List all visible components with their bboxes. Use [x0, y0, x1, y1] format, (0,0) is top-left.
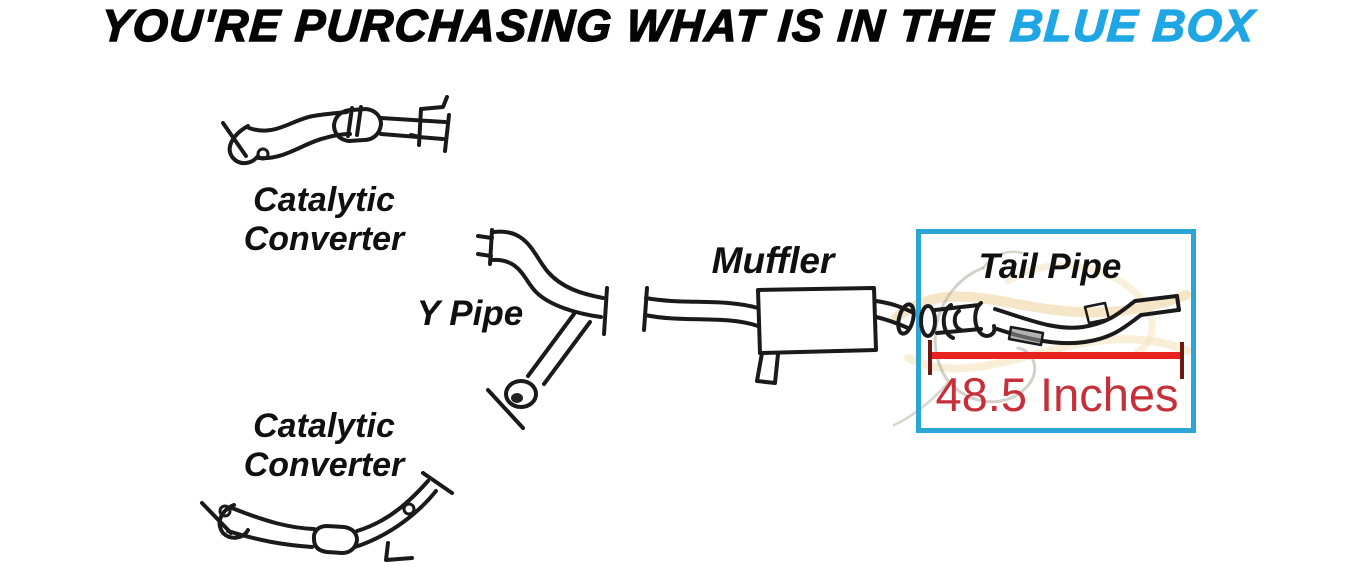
label-catalytic-converter-bottom: Catalytic Converter [243, 407, 405, 485]
catalytic-converter-bottom-sketch [200, 471, 454, 562]
measurement-tick-right [1180, 342, 1184, 379]
measurement-line [930, 352, 1182, 359]
headline-blue-box-text: BLUE BOX [1008, 0, 1257, 52]
label-muffler: Muffler [711, 240, 835, 281]
blue-highlight-box [916, 229, 1196, 433]
label-tail-pipe: Tail Pipe [978, 247, 1122, 286]
catalytic-converter-top-sketch [221, 95, 451, 165]
headline: YOU'RE PURCHASING WHAT IS IN THE BLUE BO… [0, 0, 1356, 56]
measurement-length-text: 48.5 Inches [935, 368, 1179, 421]
label-y-pipe: Y Pipe [416, 294, 524, 333]
measurement-tick-left [928, 340, 932, 375]
headline-text: YOU'RE PURCHASING WHAT IS IN THE [99, 0, 997, 52]
muffler-sketch [642, 286, 916, 385]
tail-pipe-sketch [919, 294, 1181, 347]
label-catalytic-converter-top: Catalytic Converter [243, 181, 405, 259]
y-pipe-sketch [476, 228, 609, 430]
